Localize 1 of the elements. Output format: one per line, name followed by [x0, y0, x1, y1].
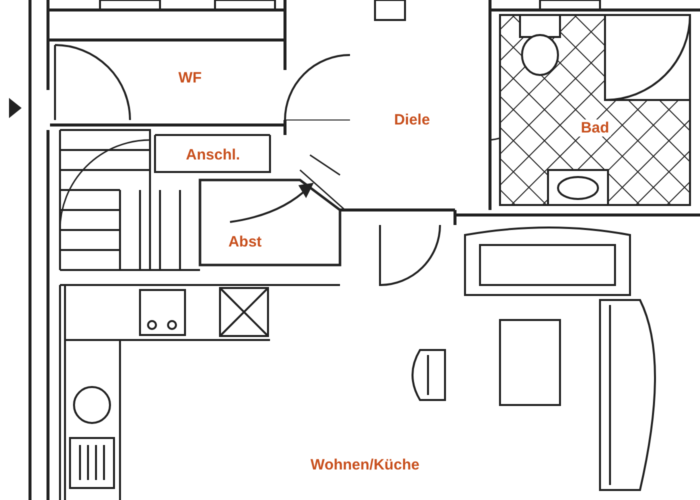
- room-label: Bad: [578, 120, 612, 136]
